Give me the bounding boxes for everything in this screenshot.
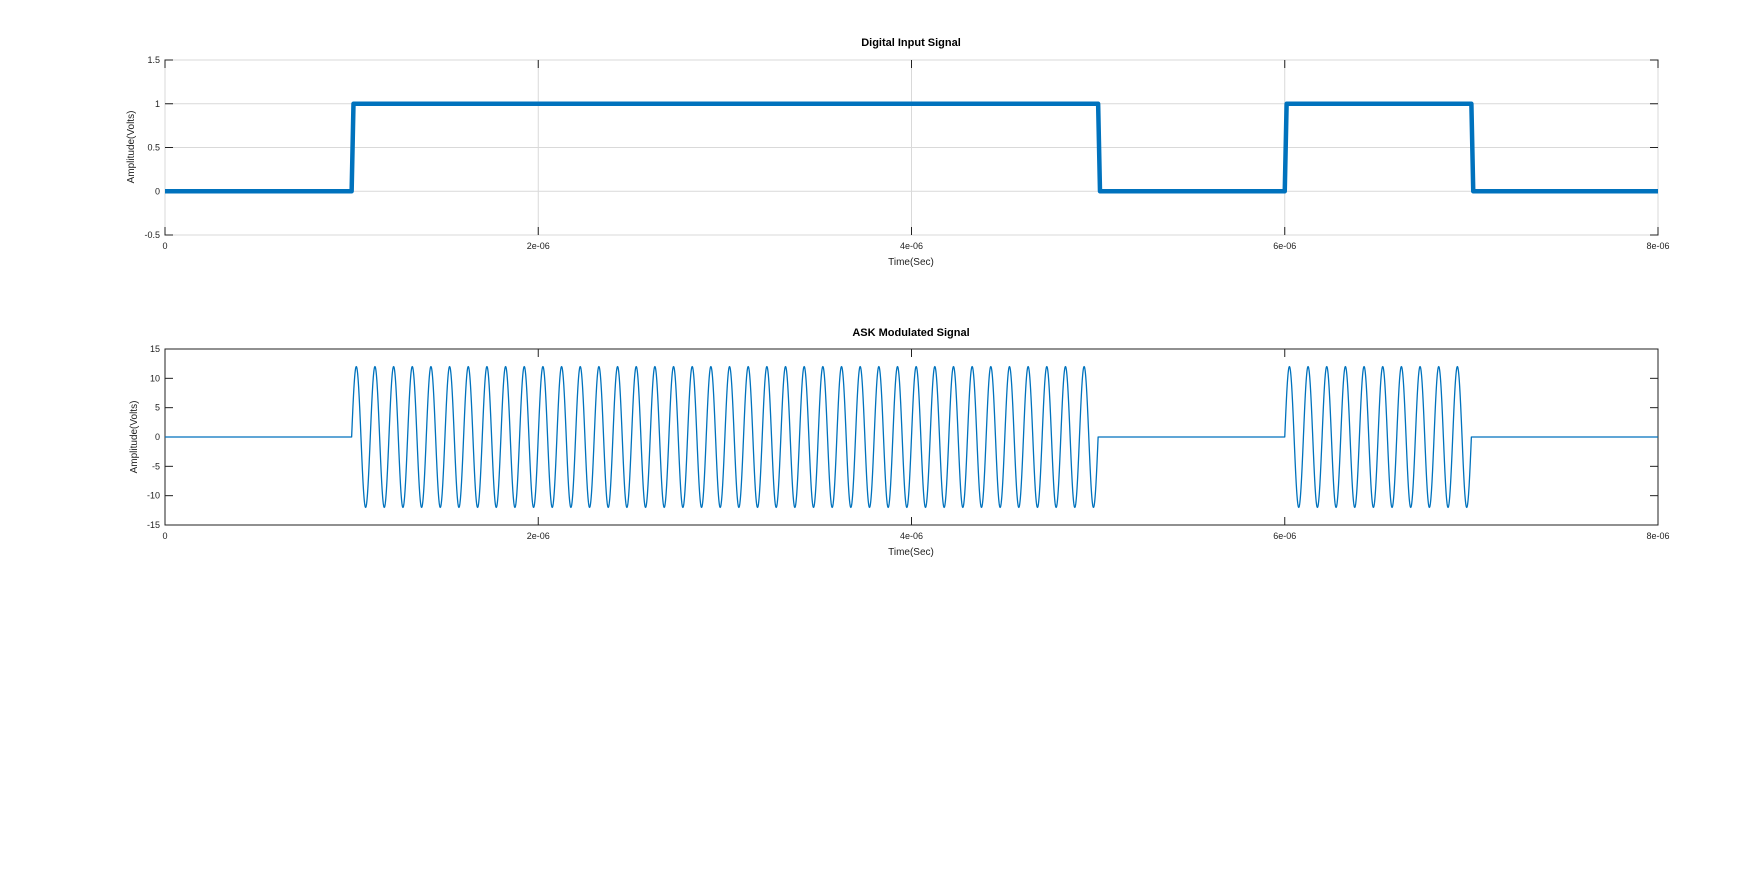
y-tick-label: 0.5 bbox=[147, 143, 160, 153]
chart-title: ASK Modulated Signal bbox=[852, 327, 969, 339]
y-tick-label: -15 bbox=[147, 520, 160, 530]
x-tick-label: 2e-06 bbox=[527, 241, 550, 251]
y-tick-label: -0.5 bbox=[144, 230, 160, 240]
y-tick-label: -10 bbox=[147, 491, 160, 501]
x-tick-label: 8e-06 bbox=[1646, 241, 1669, 251]
y-axis-label: Amplitude(Volts) bbox=[126, 111, 137, 184]
y-tick-label: 10 bbox=[150, 373, 160, 383]
data-series bbox=[165, 101, 1658, 194]
series-line bbox=[164, 365, 1659, 509]
y-tick-label: 0 bbox=[155, 432, 160, 442]
chart-title: Digital Input Signal bbox=[861, 37, 961, 49]
x-tick-label: 0 bbox=[162, 241, 167, 251]
x-tick-label: 6e-06 bbox=[1273, 531, 1296, 541]
x-tick-label: 2e-06 bbox=[527, 531, 550, 541]
series-line bbox=[165, 101, 1658, 194]
data-series bbox=[164, 365, 1659, 509]
ask-modulated-plot: 0 2e-06 4e-06 6e-06 8e-06 -15 -10 -5 0 5 10 15 ASK … bbox=[129, 327, 1670, 558]
x-tick-label: 4e-06 bbox=[900, 241, 923, 251]
x-axis-label: Time(Sec) bbox=[888, 257, 934, 268]
y-axis-label: Amplitude(Volts) bbox=[129, 401, 140, 474]
y-tick-label: 1.5 bbox=[147, 55, 160, 65]
x-tick-label: 6e-06 bbox=[1273, 241, 1296, 251]
x-tick-label: 0 bbox=[162, 531, 167, 541]
y-tick-label: 1 bbox=[155, 99, 160, 109]
y-tick-label: 5 bbox=[155, 403, 160, 413]
x-tick-label: 4e-06 bbox=[900, 531, 923, 541]
axis-ticks: 0 2e-06 4e-06 6e-06 8e-06 -15 -10 -5 0 5 10 15 bbox=[147, 344, 1670, 541]
x-axis-label: Time(Sec) bbox=[888, 547, 934, 558]
y-tick-label: 0 bbox=[155, 186, 160, 196]
y-tick-label: -5 bbox=[152, 461, 160, 471]
x-tick-label: 8e-06 bbox=[1646, 531, 1669, 541]
y-tick-label: 15 bbox=[150, 344, 160, 354]
